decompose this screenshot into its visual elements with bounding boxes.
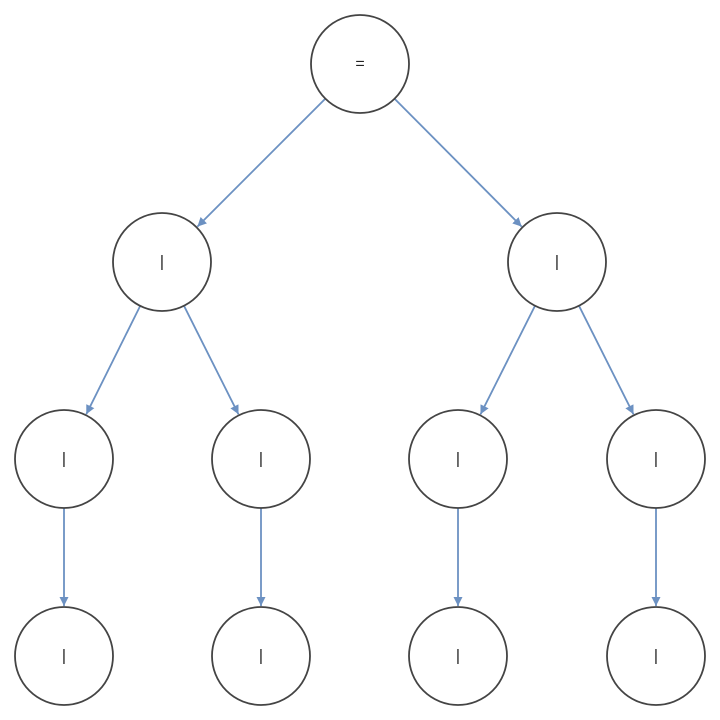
node-label: | <box>62 451 66 468</box>
node-root: = <box>310 14 410 114</box>
edge-l1b-to-l2c <box>479 305 536 415</box>
node-label: | <box>555 254 559 271</box>
node-l3c: | <box>408 606 508 706</box>
node-label: | <box>259 451 263 468</box>
node-l2b: | <box>211 409 311 509</box>
edge-l1a-to-l2a <box>85 305 142 415</box>
node-label: | <box>456 451 460 468</box>
node-circle <box>310 14 410 114</box>
node-circle <box>606 606 706 706</box>
node-circle <box>14 606 114 706</box>
node-circle <box>211 606 311 706</box>
edge-root-to-l1b <box>393 98 523 228</box>
edges-layer <box>59 97 661 606</box>
edge-l1b-to-l2d <box>578 305 635 415</box>
node-circle <box>606 409 706 509</box>
node-label: | <box>259 648 263 665</box>
node-label: | <box>62 648 66 665</box>
nodes-layer: = | | | | | | | | | | <box>14 14 706 706</box>
node-circle <box>112 212 212 312</box>
edge-root-to-l1a <box>196 97 327 228</box>
node-l1b: | <box>507 212 607 312</box>
node-l3d: | <box>606 606 706 706</box>
node-label: | <box>654 648 658 665</box>
edge-l1a-to-l2b <box>183 305 240 415</box>
node-l2d: | <box>606 409 706 509</box>
node-circle <box>408 606 508 706</box>
node-label: | <box>160 254 164 271</box>
node-circle <box>507 212 607 312</box>
node-l3a: | <box>14 606 114 706</box>
node-l2c: | <box>408 409 508 509</box>
node-label: | <box>456 648 460 665</box>
node-l2a: | <box>14 409 114 509</box>
node-circle <box>14 409 114 509</box>
node-l3b: | <box>211 606 311 706</box>
node-l1a: | <box>112 212 212 312</box>
node-circle <box>211 409 311 509</box>
node-label: = <box>355 56 364 73</box>
node-circle <box>408 409 508 509</box>
node-label: | <box>654 451 658 468</box>
